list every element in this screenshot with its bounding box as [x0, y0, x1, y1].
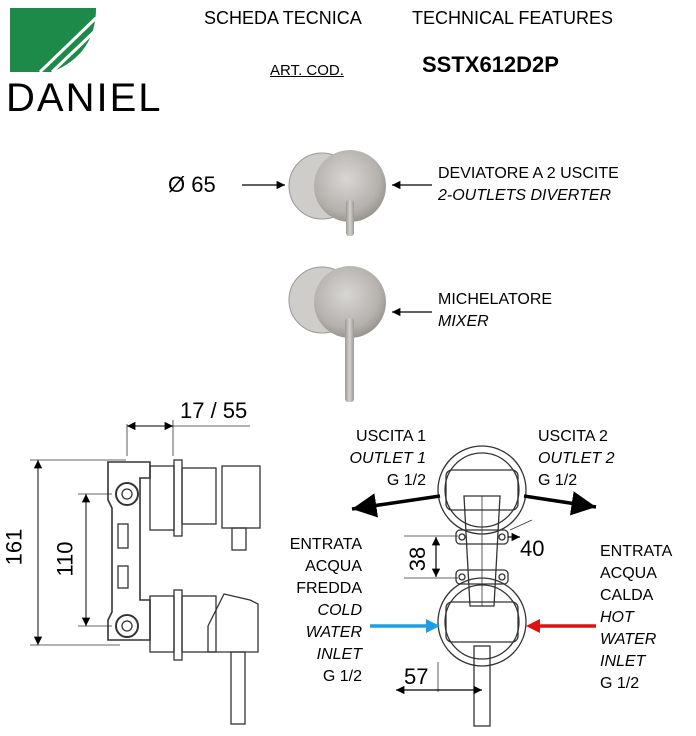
dim-38: 38: [405, 546, 431, 572]
cold-line-6: INLET: [316, 646, 362, 663]
daniel-logo: [10, 8, 98, 74]
hot-line-7: G 1/2: [600, 675, 640, 692]
hot-line-5: WATER: [600, 631, 657, 648]
hot-line-4: HOT: [600, 609, 634, 626]
cold-line-2: ACQUA: [305, 558, 362, 575]
cold-line-4: COLD: [317, 602, 362, 619]
mixer-label-en: MIXER: [438, 313, 489, 330]
diverter-label-en: 2-OUTLETS DIVERTER: [438, 187, 612, 204]
art-cod-label: ART. COD.: [270, 62, 344, 79]
outlet1-label-it: USCITA 1: [356, 428, 426, 445]
header-technical: TECHNICAL FEATURES: [412, 8, 614, 28]
dim-110: 110: [52, 541, 78, 577]
outlet2-thread: G 1/2: [538, 472, 578, 489]
dim-17-55: 17 / 55: [180, 398, 248, 423]
cold-line-5: WATER: [305, 624, 362, 641]
hot-inlet-arrow: [526, 619, 596, 633]
cold-inlet-arrow: [370, 619, 440, 633]
mixer-label-it: MICHELATORE: [438, 291, 553, 308]
hot-line-3: CALDA: [600, 587, 654, 604]
outlet2-label-it: USCITA 2: [538, 428, 608, 445]
dim-57: 57: [404, 664, 429, 689]
cold-line-3: FREDDA: [296, 580, 362, 597]
hot-line-2: ACQUA: [600, 565, 657, 582]
hot-line-6: INLET: [600, 653, 646, 670]
cold-inlet-text: ENTRATA ACQUA FREDDA COLD WATER INLET G …: [290, 534, 362, 688]
front-view-drawing: [396, 445, 533, 727]
outlet1-thread: G 1/2: [386, 472, 426, 489]
cold-line-7: G 1/2: [322, 668, 362, 685]
hot-line-1: ENTRATA: [600, 543, 673, 560]
header-scheda: SCHEDA TECNICA: [204, 8, 362, 28]
dim-161: 161: [1, 528, 27, 566]
outlet1-label-en: OUTLET 1: [349, 450, 426, 467]
side-view-drawing: [30, 420, 261, 725]
brand-name: DANIEL: [6, 76, 163, 120]
outlet2-label-en: OUTLET 2: [538, 450, 615, 467]
mixer-image: [288, 266, 386, 402]
dim-40: 40: [520, 536, 545, 561]
diverter-image: [288, 150, 386, 236]
art-cod-value: SSTX612D2P: [422, 52, 559, 77]
diverter-label-it: DEVIATORE A 2 USCITE: [438, 165, 619, 182]
hot-inlet-text: ENTRATA ACQUA CALDA HOT WATER INLET G 1/…: [600, 541, 672, 695]
diameter-label: Ø 65: [168, 172, 216, 197]
cold-line-1: ENTRATA: [289, 536, 362, 553]
